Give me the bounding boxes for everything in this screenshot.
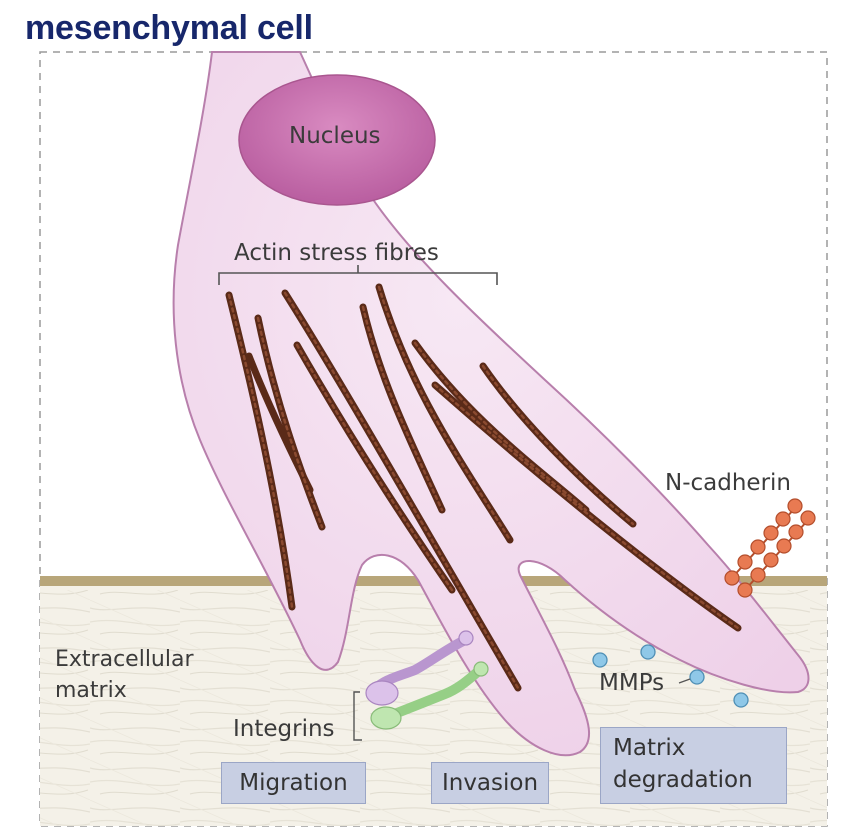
page-title: mesenchymal cell [25, 9, 313, 47]
n-cadherin-label: N-cadherin [665, 470, 791, 496]
actin-bracket [218, 265, 498, 285]
ecm-label-line2: matrix [55, 678, 127, 703]
nucleus-label: Nucleus [289, 123, 381, 149]
actin-fibres [225, 283, 742, 692]
cell-body [172, 51, 810, 757]
matrix-degradation-box: Matrix degradation [600, 727, 787, 804]
integrins [353, 630, 489, 741]
invasion-label: Invasion [441, 769, 539, 796]
invasion-box: Invasion [431, 762, 549, 804]
ecm-label-line1: Extracellular [55, 647, 194, 672]
integrins-label: Integrins [233, 716, 335, 742]
actin-label: Actin stress fibres [234, 240, 439, 266]
matrix-degradation-line2: degradation [613, 767, 753, 793]
n-cadherin [724, 498, 816, 598]
nucleus [238, 74, 436, 206]
migration-box: Migration [221, 762, 366, 804]
migration-label: Migration [239, 769, 348, 796]
mmps-label: MMPs [599, 670, 665, 696]
mmps [592, 644, 749, 708]
matrix-degradation-line1: Matrix [613, 735, 686, 761]
